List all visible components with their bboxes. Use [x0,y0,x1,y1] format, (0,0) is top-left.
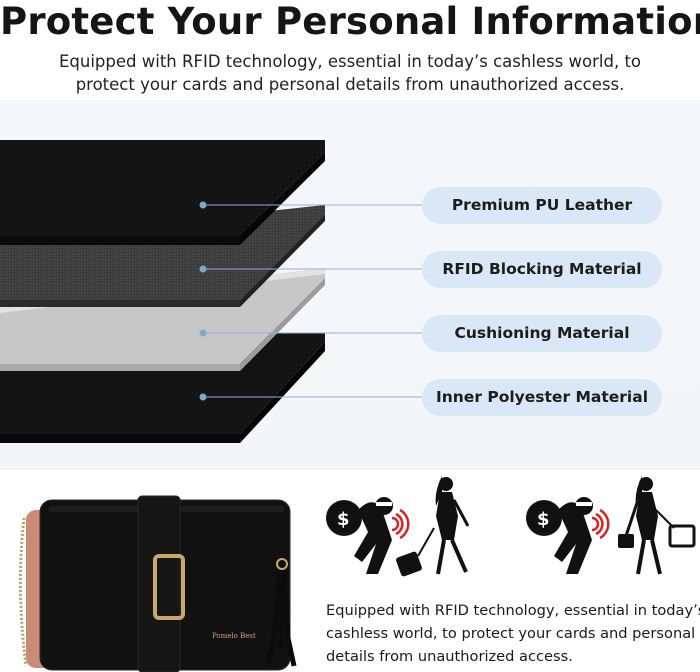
pu-leather-layer [0,140,325,245]
rfid-signal-icon [391,508,410,540]
svg-text:$: $ [537,509,550,530]
material-layers-illustration [0,140,424,443]
page-title: Protect Your Personal Information [0,0,700,43]
label-cushioning-material: Cushioning Material [422,315,662,352]
wallet-image: Pomelo Best [18,495,297,672]
label-rfid-blocking-material: RFID Blocking Material [422,251,662,288]
footer-line-2: cashless world, to protect your cards an… [326,625,696,642]
label-premium-pu-leather: Premium PU Leather [422,187,662,224]
leader-lines [199,201,424,401]
suitcase-icon [396,527,435,577]
footer-description: Equipped with RFID technology, essential… [326,599,700,668]
thief-icon: $ [326,497,393,574]
woman-icon-2 [624,476,662,575]
subtitle-line-1: Equipped with RFID technology, essential… [58,52,642,71]
footer-line-3: details from unauthorized access. [326,648,573,665]
woman-icon [435,476,470,575]
svg-text:$: $ [337,509,350,530]
rfid-theft-illustration: $ $ [326,476,696,577]
subtitle-line-2: protect your cards and personal details … [75,75,625,94]
thief-icon-2: $ [526,497,593,574]
rfid-signal-icon-2 [591,508,610,540]
page-subtitle: Equipped with RFID technology, essential… [0,50,700,96]
handbag-icon [618,509,696,548]
footer-line-1: Equipped with RFID technology, essential… [326,602,700,619]
wallet-brand-label: Pomelo Best [212,632,256,640]
label-inner-polyester-material: Inner Polyester Material [422,379,662,416]
